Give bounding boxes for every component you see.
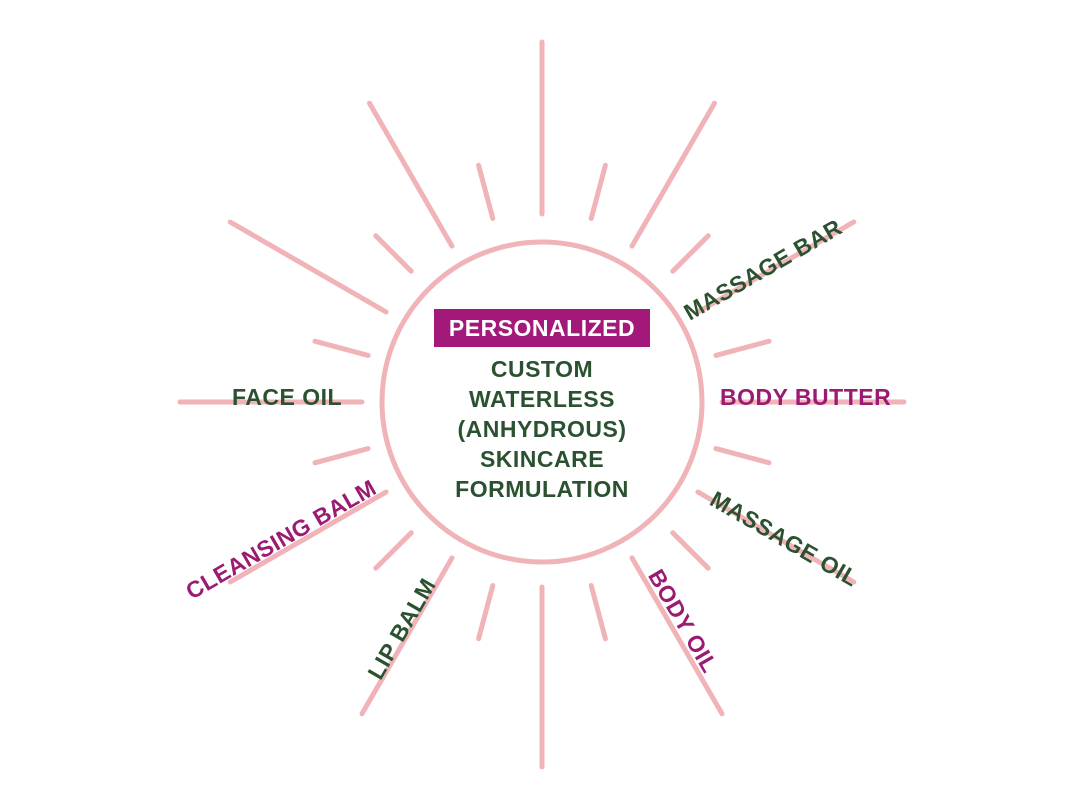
ray-line bbox=[227, 219, 389, 315]
center-title-line-3: (ANHYDROUS) bbox=[457, 416, 627, 442]
ray-line bbox=[629, 100, 717, 249]
ray-line bbox=[476, 162, 496, 221]
personalized-badge: PERSONALIZED bbox=[434, 309, 650, 347]
ray-line bbox=[713, 446, 772, 466]
rays-group bbox=[177, 39, 907, 770]
ray-line bbox=[373, 530, 414, 571]
ray-line bbox=[312, 446, 371, 466]
ray-line bbox=[670, 530, 711, 571]
label-body-butter: BODY BUTTER bbox=[720, 384, 892, 410]
ray-line bbox=[588, 162, 608, 221]
ray-line bbox=[629, 555, 725, 717]
center-title: CUSTOM WATERLESS (ANHYDROUS) SKINCARE FO… bbox=[392, 354, 692, 504]
ray-line bbox=[670, 233, 711, 274]
ray-line bbox=[227, 489, 389, 585]
center-title-line-5: FORMULATION bbox=[455, 476, 629, 502]
ray-line bbox=[695, 489, 857, 585]
ray-line bbox=[373, 233, 414, 274]
center-title-line-4: SKINCARE bbox=[479, 446, 605, 472]
ray-line bbox=[367, 100, 455, 249]
label-face-oil: FACE OIL bbox=[232, 384, 343, 410]
ray-line bbox=[588, 583, 608, 642]
ray-line bbox=[476, 583, 496, 642]
ray-line bbox=[312, 338, 371, 358]
center-title-line-1: CUSTOM bbox=[490, 356, 594, 382]
ray-line bbox=[359, 555, 455, 717]
center-title-line-2: WATERLESS bbox=[469, 386, 615, 412]
ray-line bbox=[713, 338, 772, 358]
center-circle bbox=[379, 239, 705, 565]
ray-line bbox=[695, 219, 857, 315]
